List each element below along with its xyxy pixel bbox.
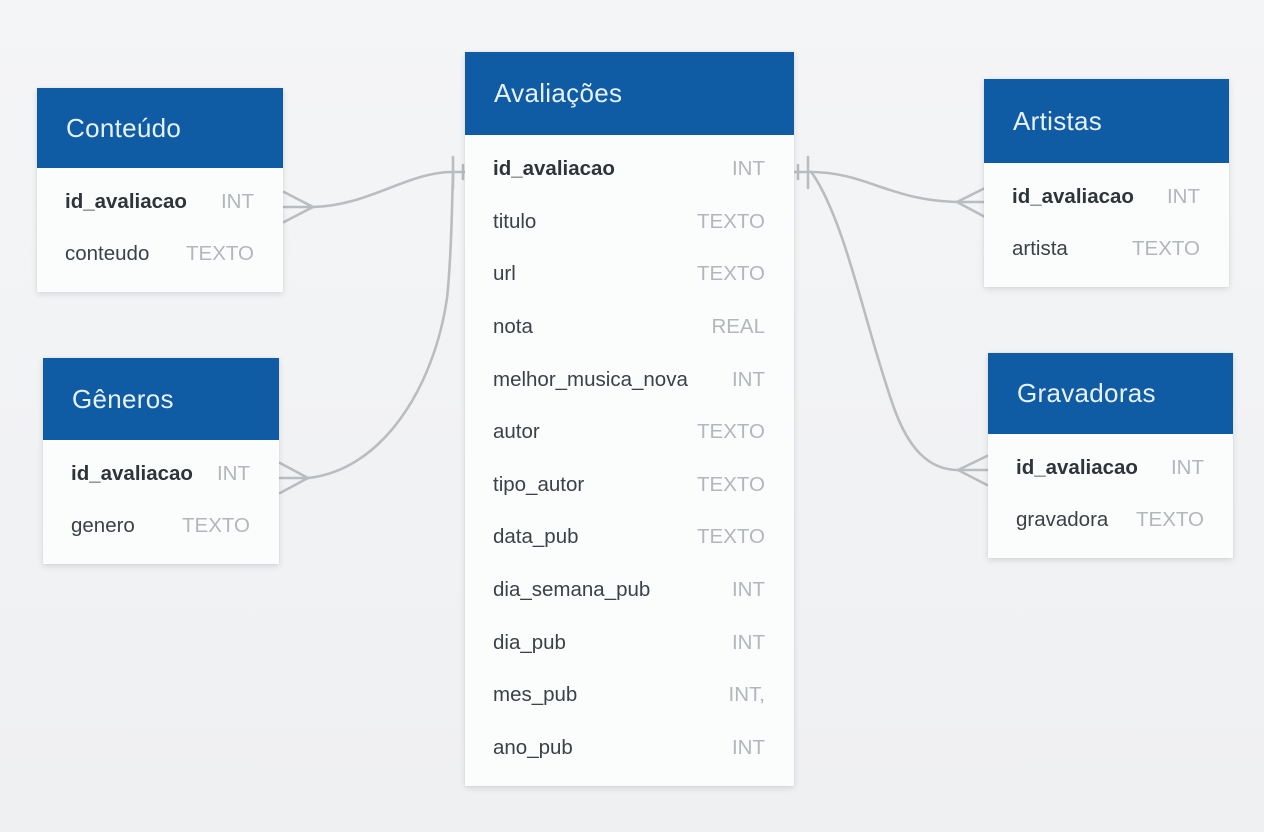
table-header[interactable]: Conteúdo — [37, 88, 283, 168]
table-body: id_avaliacao INT genero TEXTO — [43, 440, 279, 564]
table-body: id_avaliacao INT gravadora TEXTO — [988, 434, 1233, 558]
field-row[interactable]: titulo TEXTO — [493, 196, 765, 249]
table-header[interactable]: Gravadoras — [988, 353, 1233, 434]
table-title: Artistas — [1013, 105, 1103, 136]
field-name: melhor_musica_nova — [493, 367, 688, 391]
field-type: INT — [1170, 456, 1204, 479]
relation-line — [810, 171, 960, 472]
field-row[interactable]: ano_pub INT — [493, 722, 765, 775]
field-type: REAL — [711, 315, 765, 339]
field-row[interactable]: gravadora TEXTO — [1016, 494, 1204, 546]
table-header[interactable]: Artistas — [984, 79, 1229, 163]
field-type: INT — [731, 630, 765, 654]
crow-foot-marker — [956, 454, 989, 487]
table-title: Conteúdo — [66, 112, 182, 143]
entity-table-gravadoras[interactable]: Gravadoras id_avaliacao INT gravadora TE… — [988, 353, 1233, 558]
entity-table-artistas[interactable]: Artistas id_avaliacao INT artista TEXTO — [984, 79, 1229, 287]
entity-table-avaliacoes[interactable]: Avaliações id_avaliacao INT titulo TEXTO… — [465, 52, 794, 787]
field-type: TEXTO — [697, 209, 765, 233]
field-row[interactable]: artista TEXTO — [1012, 223, 1200, 275]
field-row[interactable]: dia_pub INT — [493, 616, 765, 669]
entity-table-conteudo[interactable]: Conteúdo id_avaliacao INT conteudo TEXTO — [37, 88, 283, 292]
field-name: tipo_autor — [493, 472, 585, 496]
field-type: TEXTO — [697, 472, 765, 496]
field-name: nota — [493, 315, 533, 339]
field-name: id_avaliacao — [493, 157, 615, 181]
field-name: ano_pub — [493, 735, 573, 759]
table-body: id_avaliacao INT conteudo TEXTO — [37, 168, 283, 292]
table-header[interactable]: Avaliações — [465, 52, 794, 135]
relation-line — [808, 170, 959, 204]
field-type: TEXTO — [182, 514, 250, 537]
field-row[interactable]: mes_pub INT, — [493, 669, 765, 722]
field-row[interactable]: id_avaliacao INT — [65, 176, 254, 228]
field-name: id_avaliacao — [71, 462, 193, 485]
field-row[interactable]: nota REAL — [493, 301, 765, 354]
field-name: conteudo — [65, 242, 150, 265]
one-marker-avaliacoes-left — [451, 155, 467, 190]
field-row[interactable]: id_avaliacao INT — [493, 143, 765, 196]
relation-line — [311, 170, 454, 209]
table-header[interactable]: Gêneros — [43, 358, 279, 440]
field-type: INT — [216, 462, 250, 485]
field-row[interactable]: conteudo TEXTO — [65, 228, 254, 280]
field-type: INT — [731, 157, 765, 181]
field-name: id_avaliacao — [1016, 456, 1138, 479]
relation-avaliacoes-artistas[interactable] — [808, 170, 987, 219]
field-name: data_pub — [493, 525, 579, 549]
crow-foot-marker — [282, 190, 315, 224]
relation-line — [306, 172, 455, 480]
field-type: INT — [731, 735, 765, 759]
field-row[interactable]: dia_semana_pub INT — [493, 564, 765, 617]
field-type: TEXTO — [697, 420, 765, 444]
relation-conteudo-avaliacoes[interactable] — [282, 170, 454, 224]
field-row[interactable]: autor TEXTO — [493, 406, 765, 459]
crow-foot-marker — [278, 461, 310, 495]
field-name: id_avaliacao — [1012, 185, 1134, 208]
field-type: INT — [220, 190, 254, 213]
field-row[interactable]: melhor_musica_nova INT — [493, 353, 765, 406]
table-title: Gêneros — [72, 383, 174, 414]
field-type: TEXTO — [697, 525, 765, 549]
field-type: TEXTO — [1132, 237, 1200, 260]
field-name: autor — [493, 420, 540, 444]
field-name: mes_pub — [493, 683, 578, 707]
field-name: titulo — [493, 209, 537, 233]
field-type: TEXTO — [186, 242, 254, 265]
field-row[interactable]: data_pub TEXTO — [493, 511, 765, 564]
field-type: TEXTO — [1136, 508, 1204, 531]
table-title: Gravadoras — [1017, 378, 1156, 408]
table-body: id_avaliacao INT titulo TEXTO url TEXTO … — [465, 135, 794, 786]
table-body: id_avaliacao INT artista TEXTO — [984, 163, 1229, 287]
field-row[interactable]: id_avaliacao INT — [1012, 171, 1200, 223]
field-name: gravadora — [1016, 508, 1109, 531]
field-name: dia_pub — [493, 630, 566, 654]
field-row[interactable]: id_avaliacao INT — [71, 448, 250, 500]
field-type: INT, — [728, 683, 765, 707]
relation-generos-avaliacoes[interactable] — [278, 172, 455, 495]
field-type: INT — [731, 578, 765, 602]
crow-foot-marker — [955, 186, 987, 219]
relation-avaliacoes-gravadoras[interactable] — [810, 171, 989, 487]
table-title: Avaliações — [494, 78, 623, 108]
field-name: url — [493, 262, 516, 286]
field-name: dia_semana_pub — [493, 578, 651, 602]
field-name: genero — [71, 514, 135, 537]
field-type: INT — [1166, 185, 1200, 208]
field-name: artista — [1012, 237, 1068, 260]
field-type: INT — [731, 367, 765, 391]
entity-table-generos[interactable]: Gêneros id_avaliacao INT genero TEXTO — [43, 358, 279, 564]
field-row[interactable]: tipo_autor TEXTO — [493, 459, 765, 512]
field-row[interactable]: id_avaliacao INT — [1016, 442, 1204, 494]
field-type: TEXTO — [697, 262, 765, 286]
field-row[interactable]: url TEXTO — [493, 248, 765, 301]
field-row[interactable]: genero TEXTO — [71, 500, 250, 552]
field-name: id_avaliacao — [65, 190, 187, 213]
